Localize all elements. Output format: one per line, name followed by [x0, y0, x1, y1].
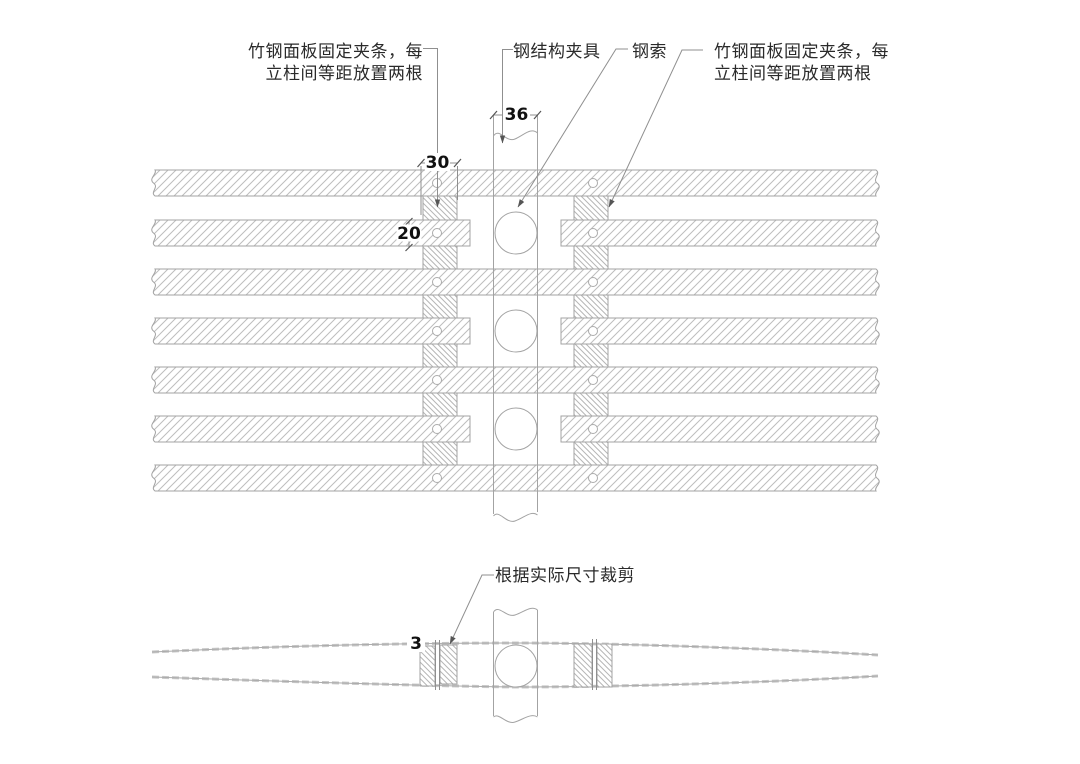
leader-steel-clamp-label — [499, 49, 513, 144]
dim-tick — [533, 110, 542, 120]
screw — [588, 473, 598, 483]
panel-band — [151, 169, 880, 197]
leader-lines — [423, 48, 703, 208]
plan-steel-column — [493, 607, 538, 723]
label-steel-clamp: 钢结构夹具 — [513, 42, 601, 62]
column-bottom-break — [493, 715, 538, 723]
dim-tick — [489, 110, 498, 120]
panel-band-left — [151, 415, 471, 443]
screw — [432, 424, 442, 434]
panel-band-right — [560, 317, 880, 345]
screw — [588, 277, 598, 287]
screw — [432, 375, 442, 385]
clamp-strip-segment — [422, 245, 458, 270]
cable-circle — [494, 211, 538, 255]
dim-text-mask — [396, 224, 422, 242]
steel-cable-circles — [494, 211, 538, 451]
clamp-strip-segment — [573, 441, 609, 466]
dim-value-36: 36 — [505, 105, 529, 125]
panel-band — [151, 268, 880, 296]
cable-circle — [494, 644, 538, 688]
panel-top-edge — [151, 642, 879, 656]
plan-right-clamp — [573, 639, 613, 690]
screw — [588, 375, 598, 385]
column-top-break — [493, 130, 538, 141]
dim-text-mask — [407, 634, 425, 652]
clamp-strip-segment — [573, 343, 609, 368]
screw — [588, 178, 598, 188]
steel-column — [493, 115, 538, 522]
cable-circle — [494, 407, 538, 451]
label-right-clamp-line2: 立柱间等距放置两根 — [714, 64, 872, 84]
clamp-strip-segment — [573, 392, 609, 417]
screw — [432, 277, 442, 287]
screw — [588, 326, 598, 336]
panel-band — [151, 464, 880, 492]
clamp-block — [596, 643, 613, 688]
screw — [432, 228, 442, 238]
label-steel-cable: 钢索 — [632, 42, 667, 62]
plan-left-clamp — [419, 640, 458, 690]
dim-text-mask — [425, 153, 450, 171]
clamp-strip-segment — [573, 195, 609, 221]
screw — [588, 424, 598, 434]
clamp-strip-segment — [573, 294, 609, 319]
dim-tick — [453, 158, 462, 168]
leader-right-clamp-label — [608, 49, 703, 208]
clamp-strip-segment — [422, 343, 458, 368]
cable-circle — [494, 309, 538, 353]
dim-value-30: 30 — [426, 153, 450, 173]
dimension-panel-thickness: 20 — [396, 217, 422, 252]
label-left-clamp-line2: 立柱间等距放置两根 — [266, 64, 424, 84]
screw-heads — [432, 178, 598, 483]
label-right-clamp-line1: 竹钢面板固定夹条，每 — [714, 42, 889, 62]
dimension-column-width: 36 — [489, 105, 542, 125]
panel-band-right — [560, 219, 880, 247]
column-top-break — [493, 607, 538, 616]
dimension-cut-width: 3 — [407, 634, 425, 654]
screw — [432, 326, 442, 336]
right-clamp-strip — [573, 195, 609, 466]
dim-value-3: 3 — [410, 634, 422, 654]
panel-band-right — [560, 415, 880, 443]
dim-value-20: 20 — [397, 224, 421, 244]
clamp-strip-segment — [422, 441, 458, 466]
dim-tick — [405, 217, 413, 226]
clamp-strip-segment — [422, 195, 458, 221]
screw — [432, 473, 442, 483]
dim-text-mask — [503, 105, 530, 123]
panel-band — [151, 366, 880, 394]
dimension-strip-width: 30 — [417, 153, 462, 215]
clamp-strip-segment — [573, 245, 609, 270]
top-section-view: 36 30 20 竹钢面板固定夹条，每 立柱间等距放置两根 钢结构夹具 钢索 竹… — [151, 42, 889, 522]
panel-band-left — [151, 317, 471, 345]
left-clamp-strip — [422, 195, 458, 466]
screw — [588, 228, 598, 238]
clamp-block — [573, 643, 593, 688]
clamp-strip-segment — [422, 392, 458, 417]
label-cut-note: 根据实际尺寸裁剪 — [495, 566, 635, 586]
clamp-block — [439, 644, 458, 685]
leader-cut-note — [449, 574, 494, 645]
leader-steel-cable-label — [517, 48, 628, 208]
column-bottom-break — [493, 512, 538, 522]
dim-tick — [405, 243, 413, 252]
bottom-plan-view: 3 根据实际尺寸裁剪 — [151, 566, 879, 723]
clamp-strip-segment — [422, 294, 458, 319]
dim-tick — [417, 158, 425, 168]
panel-band-left — [151, 219, 471, 247]
label-left-clamp-line1: 竹钢面板固定夹条，每 — [248, 42, 423, 62]
